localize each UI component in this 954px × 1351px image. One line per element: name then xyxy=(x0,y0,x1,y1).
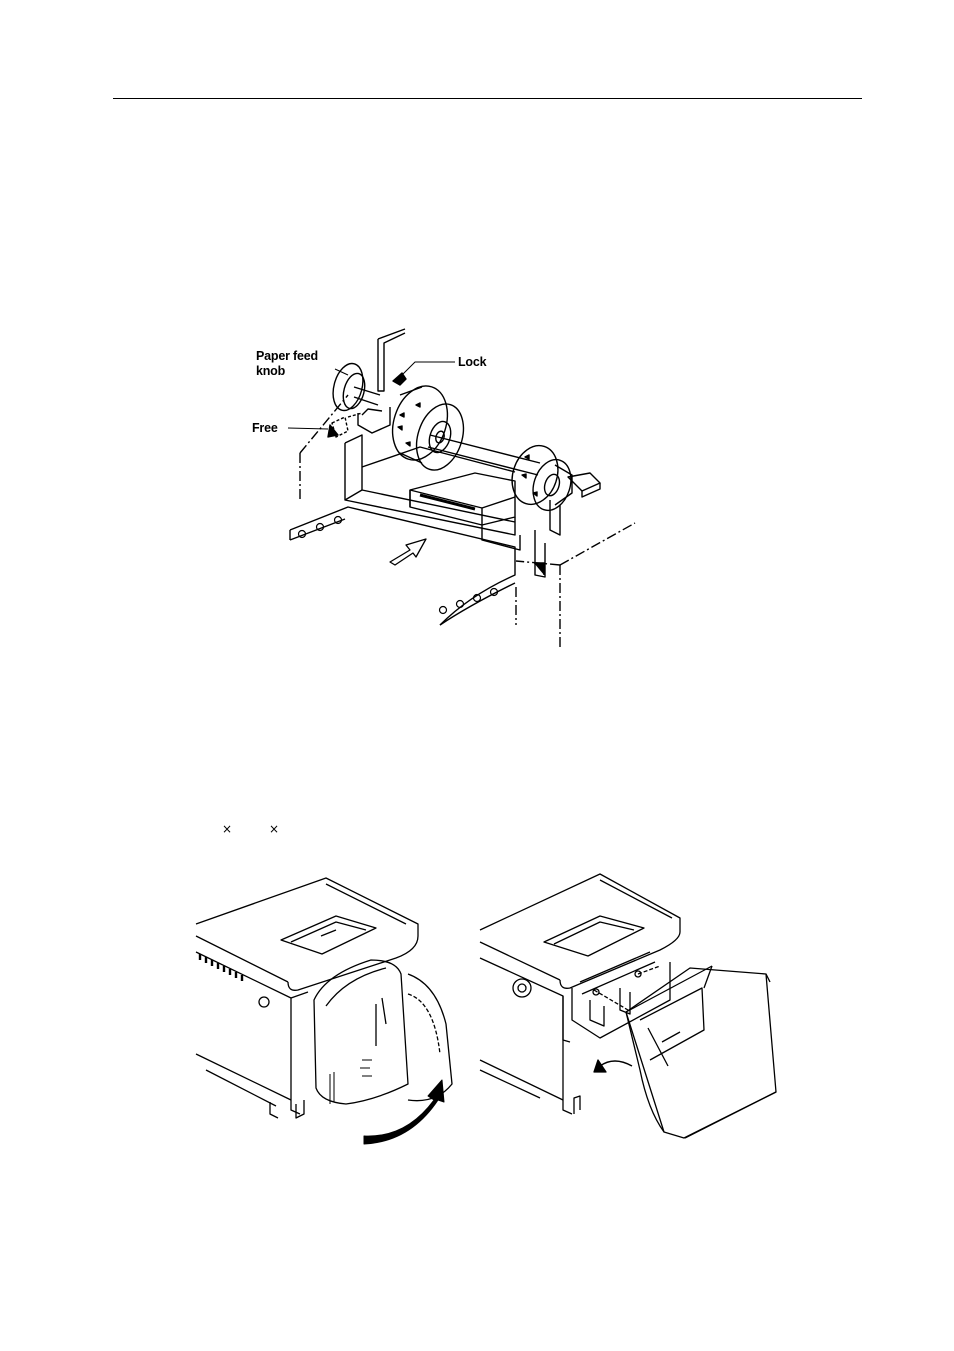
tractor-feed-figure: Paper feed knob Lock Free xyxy=(250,325,670,655)
label-lock: Lock xyxy=(458,355,487,369)
times-symbol-2: × xyxy=(269,822,279,836)
times-symbol-1: × xyxy=(222,822,232,836)
header-rule xyxy=(113,98,862,99)
printer-paper-loop-figure xyxy=(196,874,466,1144)
label-paper-feed-knob-line1: Paper feed xyxy=(256,349,318,363)
printer-stacker-figure xyxy=(480,870,785,1145)
label-free: Free xyxy=(252,421,278,435)
label-paper-feed-knob-line2: knob xyxy=(256,364,286,378)
